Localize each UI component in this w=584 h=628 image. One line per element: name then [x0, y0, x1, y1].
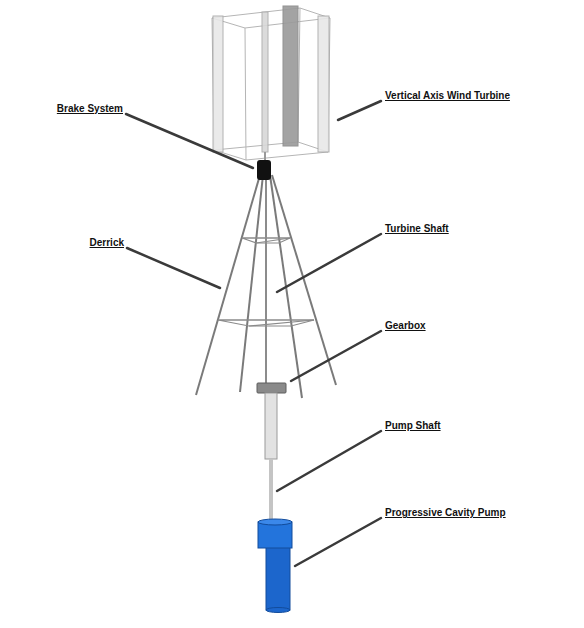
pump-shaft — [269, 459, 273, 522]
leader-line — [277, 234, 381, 292]
part-label: Progressive Cavity Pump — [385, 507, 506, 519]
turbine-top-frame — [212, 8, 330, 28]
derrick-brace — [256, 238, 290, 243]
leader-line — [338, 101, 381, 120]
part-label: Gearbox — [385, 320, 426, 332]
derrick-brace — [249, 320, 314, 326]
turbine-shaft — [265, 180, 267, 384]
turbine-bottom-frame — [214, 142, 328, 160]
part-label: Turbine Shaft — [385, 223, 449, 235]
turbine-blade — [262, 12, 268, 152]
pump-bottom — [266, 608, 290, 613]
pump-head — [258, 522, 292, 548]
leader-line — [295, 518, 381, 566]
part-label: Derrick — [90, 237, 124, 249]
leader-line — [291, 331, 381, 381]
part-label: Pump Shaft — [385, 420, 441, 432]
turbine-blade — [213, 16, 223, 152]
brake-system — [257, 160, 271, 180]
pump-body — [266, 544, 290, 610]
part-label: Brake System — [57, 103, 123, 115]
turbine-frame-edge — [245, 28, 246, 160]
part-label: Vertical Axis Wind Turbine — [385, 90, 510, 102]
gearbox — [257, 383, 286, 393]
pump-top — [258, 519, 292, 525]
leader-line — [126, 114, 253, 168]
derrick-leg — [240, 175, 263, 392]
turbine-blade — [318, 16, 329, 152]
leader-line — [277, 431, 381, 491]
leader-line — [127, 248, 220, 288]
turbine-blade — [283, 6, 298, 146]
derrick-leg — [272, 175, 336, 385]
pump-shaft-coupling — [265, 393, 277, 459]
